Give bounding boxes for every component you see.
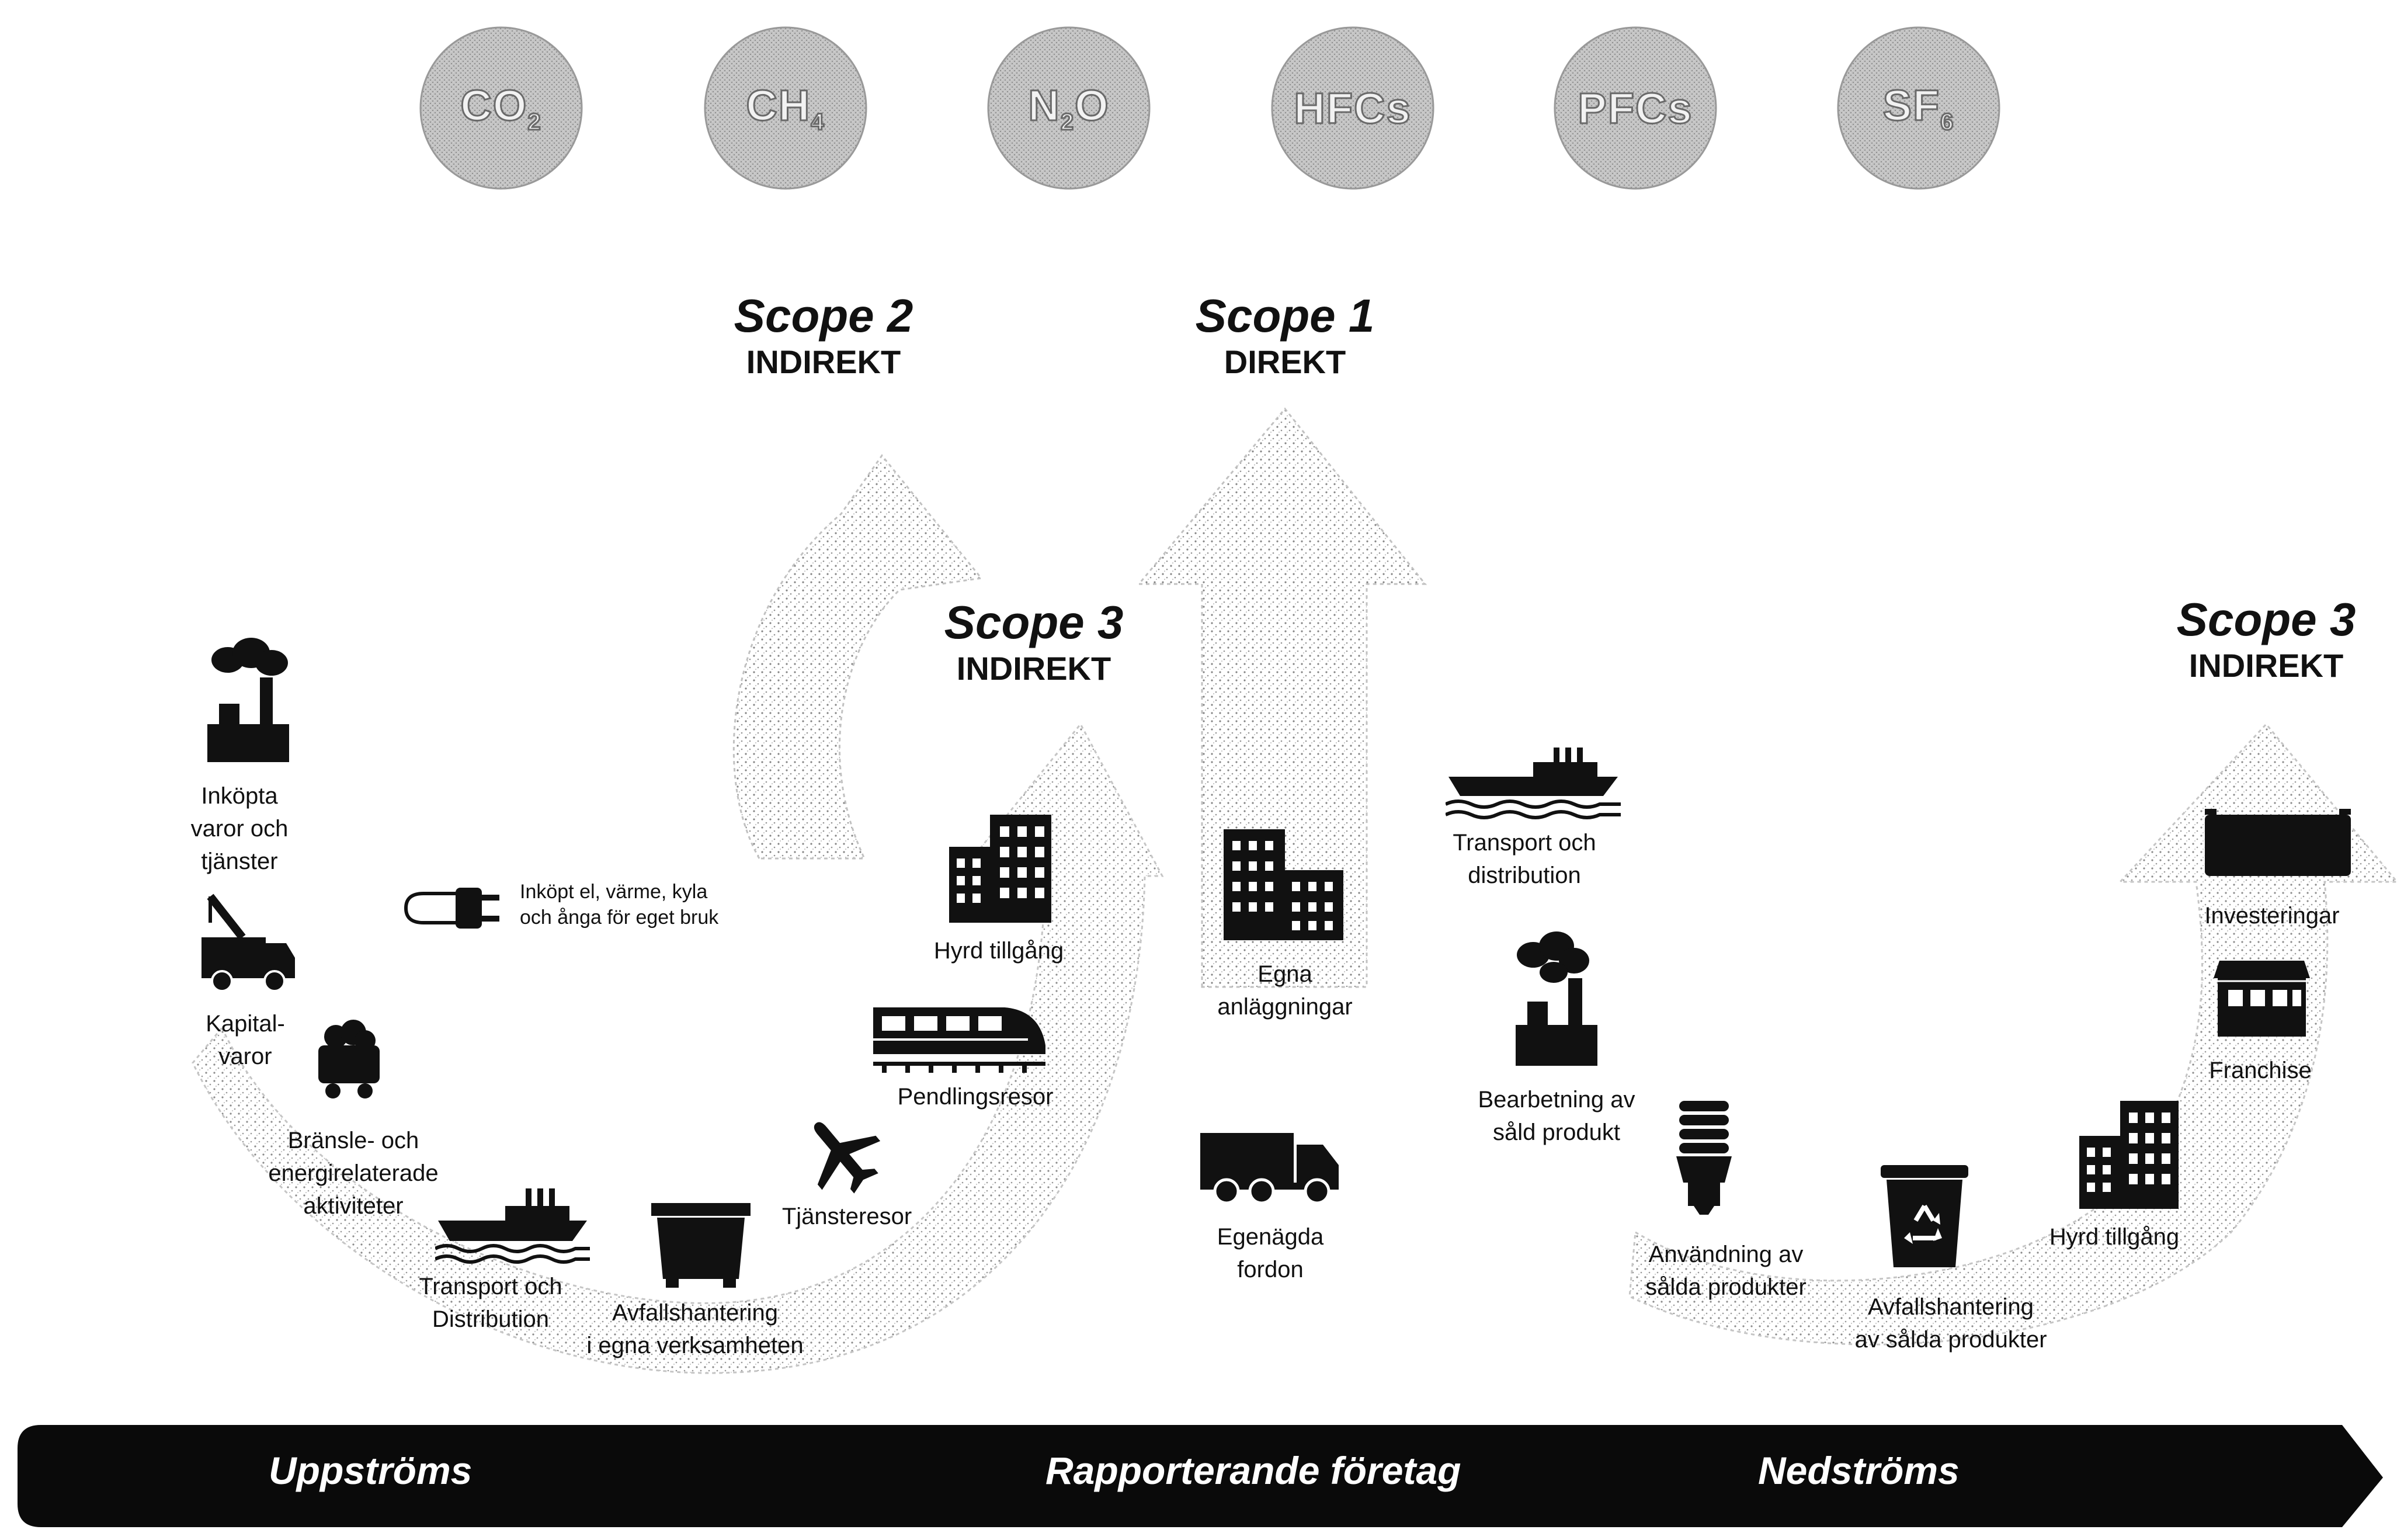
- value-chain-band: [18, 1425, 2383, 1527]
- train-icon: [873, 1007, 1045, 1073]
- scope1-title: Scope 1: [1195, 290, 1375, 342]
- band-upstream-label: Uppströms: [269, 1449, 473, 1492]
- gas-circles: [419, 26, 2000, 190]
- business-travel-label: Tjänsteresor: [781, 1204, 912, 1229]
- gas-circle-pfcs: [1554, 26, 1717, 190]
- own-facilities-label: Egna anläggningar: [1217, 961, 1353, 1020]
- investments-icon: [2205, 809, 2351, 876]
- scope3-upstream-heading: Scope 3 INDIREKT: [899, 596, 1168, 687]
- gas-circle-co2: [419, 26, 583, 190]
- gas-label: CH4: [745, 81, 825, 136]
- light-bulb-icon: [1676, 1101, 1732, 1215]
- facilities-building-icon: [1224, 829, 1343, 940]
- scope2-arrow: [732, 454, 983, 860]
- owned-vehicles-label: Egenägda fordon: [1217, 1224, 1324, 1282]
- gas-circle-sf6: [1837, 26, 2000, 190]
- factory-smoke-icon: [1516, 931, 1597, 1066]
- scope3-downstream-type: INDIREKT: [2188, 647, 2344, 684]
- end-of-life-label: Avfallshantering av sålda produkter: [1854, 1294, 2047, 1353]
- power-plug-icon: [404, 888, 499, 929]
- gas-hfcs: HFCs: [1271, 26, 1434, 190]
- purchased-goods-label: Inköpta varor och tjänster: [190, 783, 289, 874]
- franchise-label: Franchise: [2209, 1058, 2312, 1083]
- scope3-upstream-type: INDIREKT: [956, 650, 1111, 687]
- use-of-products-label: Användning av sålda produkter: [1645, 1242, 1807, 1300]
- cargo-ship-icon: [435, 1188, 590, 1264]
- scope1-type: DIREKT: [1224, 343, 1346, 380]
- downstream-transport-label: Transport och distribution: [1453, 830, 1596, 888]
- scope3-upstream-arrow: [192, 722, 1164, 1374]
- cargo-ship-icon: [1446, 748, 1621, 819]
- gas-label: HFCs: [1293, 83, 1412, 133]
- purchased-energy-label: Inköpt el, värme, kyla och ånga för eget…: [520, 881, 719, 929]
- dumpster-icon: [651, 1203, 751, 1288]
- recycle-bin-icon: [1881, 1165, 1968, 1267]
- scope2-title: Scope 2: [734, 290, 913, 342]
- scope3-downstream-arrow: [1628, 722, 2397, 1346]
- crane-truck-icon: [202, 894, 295, 992]
- office-building-icon: [2079, 1101, 2179, 1209]
- processing-label: Bearbetning av såld produkt: [1478, 1087, 1635, 1145]
- upstream-leased-assets-label: Hyrd tillgång: [933, 938, 1064, 964]
- gas-co2: CO2: [419, 26, 583, 190]
- gas-n2o: N2O: [987, 26, 1151, 190]
- downstream-leased-assets-label: Hyrd tillgång: [2049, 1224, 2180, 1250]
- office-building-icon: [949, 815, 1051, 923]
- gas-label: SF6: [1882, 81, 1955, 136]
- gas-pfcs: PFCs: [1554, 26, 1717, 190]
- band-downstream-label: Nedströms: [1758, 1449, 1960, 1492]
- scope3-upstream-title: Scope 3: [944, 596, 1124, 648]
- scope1-heading: Scope 1 DIREKT: [1151, 289, 1419, 381]
- factory-smoke-icon: [207, 638, 289, 762]
- storefront-icon: [2214, 961, 2310, 1037]
- scope2-type: INDIREKT: [746, 343, 901, 380]
- scope2-heading: Scope 2 INDIREKT: [689, 289, 958, 381]
- gas-circle-hfcs: [1271, 26, 1434, 190]
- waste-label: Avfallshantering i egna verksamheten: [586, 1300, 804, 1358]
- scope1-arrow: [1137, 407, 1427, 988]
- gas-circle-n2o: [987, 26, 1151, 190]
- commuting-label: Pendlingsresor: [897, 1084, 1054, 1110]
- band-company-label: Rapporterande företag: [1045, 1449, 1461, 1492]
- gas-circle-ch4: [704, 26, 867, 190]
- gas-sf6: SF6: [1837, 26, 2000, 190]
- gas-label: N2O: [1027, 81, 1110, 136]
- airplane-icon: [814, 1122, 881, 1194]
- investments-label: Investeringar: [2204, 903, 2340, 929]
- fuel-energy-label: Bränsle- och energirelaterade aktivitete…: [268, 1128, 439, 1219]
- upstream-transport-label: Transport och Distribution: [419, 1274, 562, 1332]
- scope3-downstream-title: Scope 3: [2176, 593, 2356, 645]
- scope3-downstream-heading: Scope 3 INDIREKT: [2144, 593, 2389, 684]
- capital-goods-label: Kapital- varor: [206, 1011, 285, 1069]
- delivery-truck-icon: [1200, 1133, 1339, 1205]
- gas-label: CO2: [460, 81, 542, 136]
- gas-label: PFCs: [1577, 83, 1693, 133]
- gas-ch4: CH4: [704, 26, 867, 190]
- coal-cart-icon: [318, 1020, 380, 1098]
